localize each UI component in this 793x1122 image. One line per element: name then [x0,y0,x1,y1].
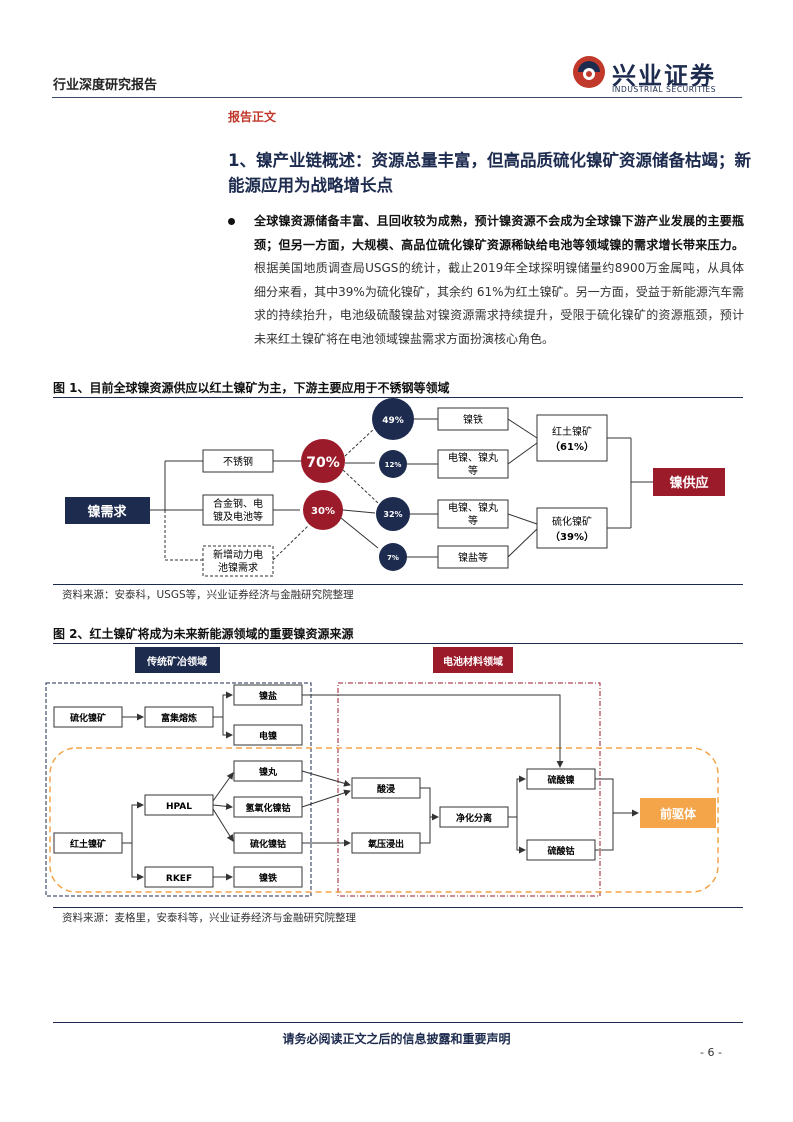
small-circle-32 [376,497,410,531]
svg-text:49%: 49% [382,416,404,426]
svg-text:32%: 32% [383,510,402,519]
demand-box [65,497,150,524]
product-box [437,449,509,479]
svg-text:硫化镍矿: 硫化镍矿 [70,712,106,724]
figure2-diagram: 传统矿冶领域 电池材料领域 硫化镍矿 富集熔炼 镍盐 电镍 红土镍矿 HPAL … [45,647,719,897]
section-label: 报告正文 [228,110,277,124]
svg-text:硫酸钴: 硫酸钴 [547,845,574,857]
svg-text:电镍、镍丸: 电镍、镍丸 [448,501,498,514]
svg-text:电池材料领域: 电池材料领域 [443,655,503,668]
use-label: 不锈钢 [223,455,253,468]
big-circle-70 [301,439,345,483]
header-rule [52,97,742,98]
use-label: 镀及电池等 [213,510,263,523]
small-circle-12 [379,450,407,478]
svg-text:氢氧化镍钴: 氢氧化镍钴 [245,802,290,814]
report-type-label: 行业深度研究报告 [53,78,158,93]
paragraph-lead: 全球镍资源储备丰富、且回收较为成熟，预计镍资源不会成为全球镍下游产业发展的主要瓶… [254,214,744,252]
svg-text:等: 等 [468,464,478,477]
svg-text:镍铁: 镍铁 [259,872,277,884]
figure2-bottom-rule [53,907,743,908]
svg-text:净化分离: 净化分离 [456,812,492,824]
svg-text:氧压浸出: 氧压浸出 [367,838,404,850]
product-box [437,499,509,529]
svg-text:70%: 70% [306,455,340,471]
figure1-top-rule [53,397,743,398]
svg-text:RKEF: RKEF [166,874,192,884]
brand-name: 兴业证券 [612,62,716,90]
small-circle-7 [379,543,407,571]
supply-box [653,468,725,496]
svg-text:硫酸镍: 硫酸镍 [547,774,574,786]
node-precursor [640,798,716,828]
figure2-source: 资料来源：麦格里，安泰科等，兴业证券经济与金融研究院整理 [62,912,356,924]
svg-text:30%: 30% [311,506,335,517]
footer-rule [53,1022,743,1023]
figure1-title: 图 1、目前全球镍资源供应以红土镍矿为主，下游主要应用于不锈钢等领域 [53,381,450,395]
figure2-title: 图 2、红土镍矿将成为未来新能源领域的重要镍资源来源 [53,627,354,641]
svg-text:（39%）: （39%） [550,530,594,543]
svg-text:红土镍矿: 红土镍矿 [552,425,592,438]
figure1-diagram: 镍需求 不锈钢 合金钢、电 镀及电池等 新增动力电 池镍需求 70% 30% 4… [65,398,725,577]
svg-text:7%: 7% [387,554,399,562]
region-traditional [135,647,220,673]
node-electro-nickel [233,724,303,746]
svg-text:电镍、镍丸: 电镍、镍丸 [448,451,498,464]
node-ferronickel [233,866,303,888]
region-battery [433,647,513,673]
svg-text:镍盐: 镍盐 [259,690,277,702]
big-circle-30 [303,490,343,530]
figure1-source: 资料来源：安泰科，USGS等，兴业证券经济与金融研究院整理 [62,589,354,601]
svg-text:酸浸: 酸浸 [377,783,395,795]
svg-text:HPAL: HPAL [166,802,192,812]
small-circle-49 [372,398,414,440]
svg-text:镍盐等: 镍盐等 [458,551,488,564]
figure2-top-rule [53,643,743,644]
use-box-ev [202,545,274,577]
page-number: - 6 - [700,1046,722,1059]
figure1-bottom-rule [53,584,743,585]
svg-text:12%: 12% [385,461,402,469]
svg-text:（61%）: （61%） [550,440,594,453]
svg-text:前驱体: 前驱体 [660,806,697,821]
svg-text:富集熔炼: 富集熔炼 [161,712,197,724]
svg-text:红土镍矿: 红土镍矿 [70,838,106,850]
svg-text:等: 等 [468,514,478,527]
svg-text:硫化镍钴: 硫化镍钴 [250,838,286,850]
svg-text:镍铁: 镍铁 [463,413,483,426]
paragraph-body: 根据美国地质调查局USGS的统计，截止2019年全球探明镍储量约8900万金属吨… [254,261,744,346]
body-paragraph: 全球镍资源储备丰富、且回收较为成熟，预计镍资源不会成为全球镍下游产业发展的主要瓶… [254,210,744,351]
use-label: 新增动力电 [213,548,263,561]
bullet-icon [228,218,235,225]
footer-notice: 请务必阅读正文之后的信息披露和重要声明 [282,1032,511,1046]
svg-text:镍丸: 镍丸 [259,766,278,778]
svg-text:传统矿冶领域: 传统矿冶领域 [146,655,207,668]
brand-logo-icon [573,56,605,88]
ore-box-laterite [536,414,608,462]
svg-text:电镍: 电镍 [259,730,277,742]
svg-text:硫化镍矿: 硫化镍矿 [552,515,592,528]
brand-name-en: INDUSTRIAL SECURITIES [612,85,717,94]
demand-label: 镍需求 [87,504,127,520]
use-label: 合金钢、电 [213,497,263,510]
supply-label: 镍供应 [669,475,708,491]
section-heading: 1、镍产业链概述：资源总量丰富，但高品质硫化镍矿资源储备枯竭；新能源应用为战略增… [228,151,751,195]
ore-box-sulfide [536,507,608,549]
use-label: 池镍需求 [218,561,258,574]
